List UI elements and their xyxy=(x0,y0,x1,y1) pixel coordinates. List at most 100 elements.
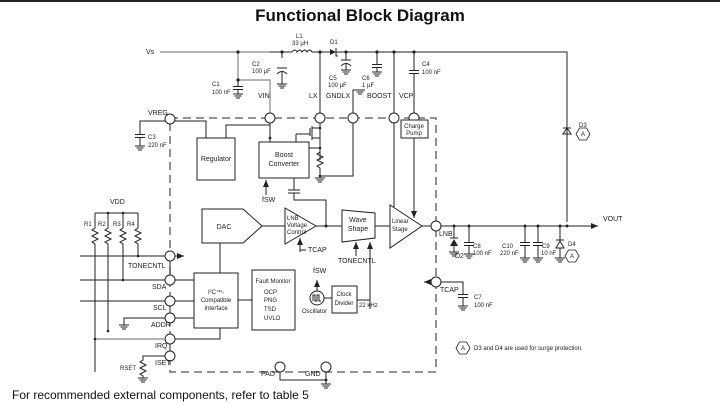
tcap-inner-label: TCAP xyxy=(308,247,327,254)
svg-text:R3: R3 xyxy=(113,222,121,228)
svg-text:D2: D2 xyxy=(455,253,464,260)
svg-text:C10: C10 xyxy=(502,244,514,250)
svg-text:PAD: PAD xyxy=(261,371,275,378)
svg-text:1 µF: 1 µF xyxy=(362,83,374,89)
svg-text:100 nF: 100 nF xyxy=(422,70,441,76)
capacitor-c8: C8 100 nF xyxy=(463,226,492,259)
oscillator-block: Oscillator fSW xyxy=(302,268,332,315)
freq-label: 22 kHz xyxy=(359,303,378,309)
svg-text:Wave: Wave xyxy=(349,217,367,224)
clock-divider-block: Clock Divider 22 kHz xyxy=(331,285,378,314)
svg-text:ISET: ISET xyxy=(155,360,171,367)
svg-text:100 nF: 100 nF xyxy=(474,303,493,309)
svg-text:TCAP: TCAP xyxy=(440,287,459,294)
d3-note-marker: A xyxy=(581,132,585,138)
wave-shape-block: Wave Shape xyxy=(341,209,376,243)
d4-note-marker: A xyxy=(570,254,574,260)
svg-text:Divider: Divider xyxy=(335,301,354,307)
svg-text:DAC: DAC xyxy=(217,224,232,231)
svg-text:VCP: VCP xyxy=(399,93,414,100)
pin-addr: ADDR xyxy=(118,312,194,330)
svg-text:IRQ: IRQ xyxy=(155,343,168,350)
svg-text:R2: R2 xyxy=(98,222,106,228)
pin-tonecntl: TONECNTL xyxy=(80,250,184,270)
vs-label: Vs xyxy=(146,49,155,56)
svg-text:R1: R1 xyxy=(84,222,92,228)
svg-text:33 µH: 33 µH xyxy=(292,41,308,47)
diode-d2: D2 xyxy=(448,226,464,260)
pin-vcp: VCP xyxy=(399,93,420,124)
svg-text:TSD: TSD xyxy=(264,307,277,313)
svg-text:Regulator: Regulator xyxy=(201,156,232,163)
svg-text:D3: D3 xyxy=(579,123,587,129)
svg-text:Clock: Clock xyxy=(336,292,352,298)
pin-boost: BOOST xyxy=(367,93,400,124)
pin-lnb: LNB xyxy=(430,220,453,238)
vs-rail: Vs xyxy=(146,49,271,118)
pin-gnd: GND xyxy=(305,361,332,389)
pin-pad: PAD xyxy=(261,361,326,381)
svg-text:Oscillator: Oscillator xyxy=(302,309,327,315)
pin-scl: SCL xyxy=(80,295,194,312)
capacitor-c10: C10 220 nF xyxy=(500,226,531,263)
i2c-interface-block: I²C™- Compatible Interface xyxy=(193,272,239,329)
pin-lx: LX xyxy=(309,93,326,124)
fsw-label-osc: fSW xyxy=(313,268,327,275)
pin-iset: ISET RSET xyxy=(120,350,176,383)
svg-text:D3 and D4 are used for surge p: D3 and D4 are used for surge protection. xyxy=(474,346,583,352)
svg-text:GNDLX: GNDLX xyxy=(326,93,350,100)
regulator-block: Regulator xyxy=(196,137,236,181)
svg-text:C9: C9 xyxy=(542,244,550,250)
svg-text:C4: C4 xyxy=(422,62,430,68)
svg-text:220 nF: 220 nF xyxy=(148,143,167,149)
svg-text:SCL: SCL xyxy=(153,305,167,312)
svg-text:10 nF: 10 nF xyxy=(541,251,557,257)
svg-text:R4: R4 xyxy=(127,222,135,228)
svg-text:BOOST: BOOST xyxy=(367,93,392,100)
mosfet-switch xyxy=(295,123,354,183)
pin-irq: IRQ xyxy=(93,328,221,350)
svg-text:LNB: LNB xyxy=(287,216,299,222)
pin-vin: VIN xyxy=(258,93,276,124)
svg-text:100 µF: 100 µF xyxy=(328,83,347,89)
svg-text:Shape: Shape xyxy=(348,226,368,233)
svg-text:I²C™-: I²C™- xyxy=(208,289,224,296)
svg-text:100 nF: 100 nF xyxy=(473,251,492,257)
svg-text:SDA: SDA xyxy=(152,284,167,291)
pin-vreg: VREG C3 220 nF xyxy=(134,110,207,151)
svg-text:GND: GND xyxy=(305,371,321,378)
svg-text:VDD: VDD xyxy=(110,199,125,206)
svg-text:Pump: Pump xyxy=(406,131,422,137)
svg-text:C5: C5 xyxy=(329,76,337,82)
diode-d4: D4 A xyxy=(554,226,580,263)
svg-text:UVLO: UVLO xyxy=(264,316,281,322)
svg-text:L1: L1 xyxy=(296,34,303,40)
pullup-resistors: VDD R1 R2 R3 R4 xyxy=(84,199,143,372)
svg-text:100 µF: 100 µF xyxy=(252,69,271,75)
footer-note: For recommended external components, ref… xyxy=(12,388,309,402)
capacitor-c9: C9 10 nF xyxy=(532,226,557,263)
svg-text:D4: D4 xyxy=(568,242,576,248)
svg-text:LNB: LNB xyxy=(439,231,453,238)
diode-d3: D3 A xyxy=(562,123,591,141)
inductor-l1: L1 33 µH xyxy=(282,34,320,53)
svg-text:C1: C1 xyxy=(212,82,220,88)
pin-tcap: TCAP C7 100 nF xyxy=(424,276,493,311)
svg-text:A: A xyxy=(461,346,465,352)
svg-text:TONECNTL: TONECNTL xyxy=(128,263,166,270)
pin-sda: SDA xyxy=(80,274,194,291)
svg-text:Interface: Interface xyxy=(204,306,228,312)
charge-pump-block: Charge Pump xyxy=(400,119,429,139)
svg-text:Charge: Charge xyxy=(404,124,424,130)
svg-text:Linear: Linear xyxy=(392,219,409,225)
svg-text:VREG: VREG xyxy=(148,110,168,117)
svg-text:Boost: Boost xyxy=(275,152,293,159)
tonecntl-inner-label: TONECNTL xyxy=(338,258,376,265)
lnb-voltage-control-block: LNB Voltage Control xyxy=(284,207,317,245)
svg-text:C2: C2 xyxy=(252,62,260,68)
dac-block: DAC xyxy=(201,208,263,244)
svg-text:C8: C8 xyxy=(473,244,481,250)
svg-text:C6: C6 xyxy=(362,76,370,82)
diode-d1: D1 xyxy=(320,40,568,222)
